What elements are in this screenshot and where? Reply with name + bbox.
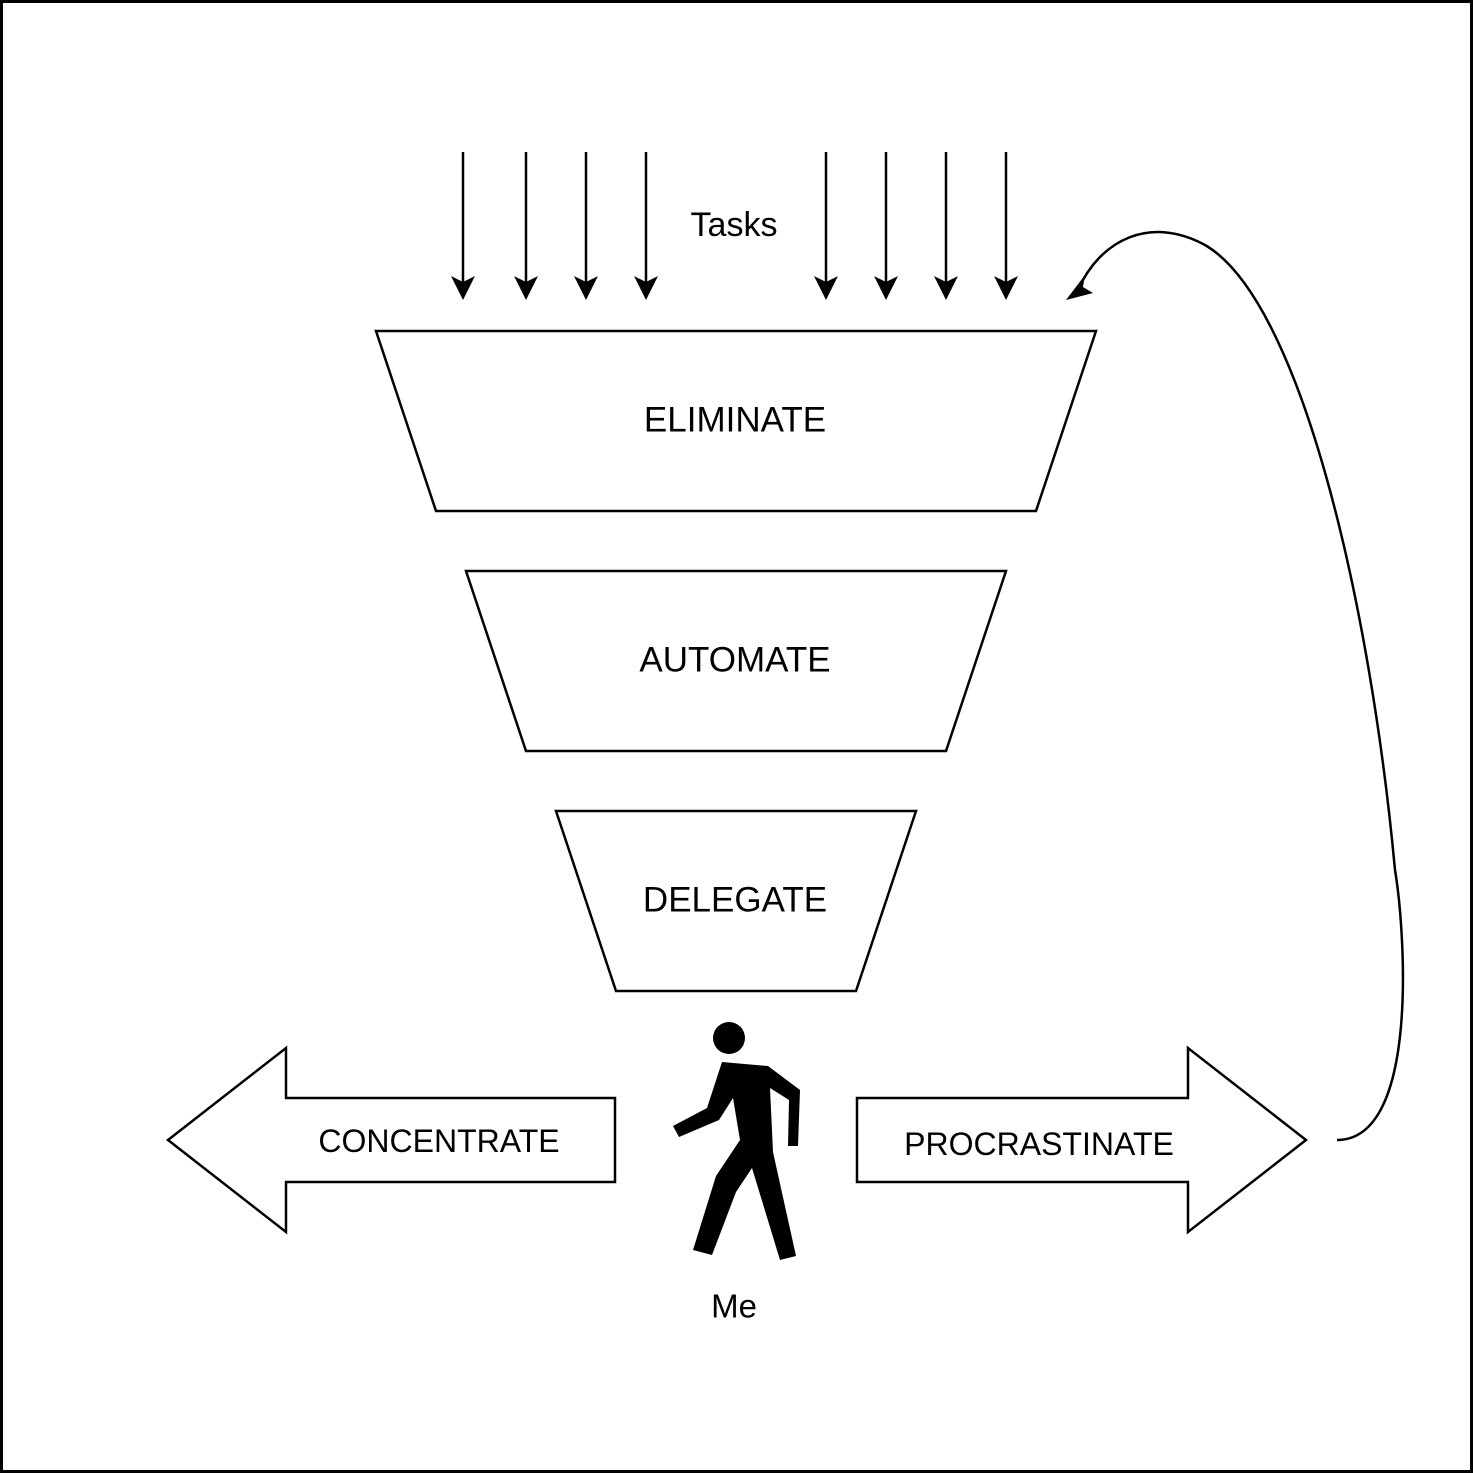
stage-delegate: DELEGATE — [554, 809, 918, 993]
task-arrow — [994, 152, 1018, 300]
task-arrow — [934, 152, 958, 300]
me-label: Me — [711, 1288, 757, 1325]
delegate-label: DELEGATE — [643, 881, 827, 920]
stage-automate: AUTOMATE — [464, 569, 1008, 753]
walking-person-icon — [673, 1022, 800, 1260]
task-arrow — [451, 152, 475, 300]
task-arrow — [514, 152, 538, 300]
automate-trapezoid — [464, 569, 1008, 753]
procrastinate-label: PROCRASTINATE — [904, 1126, 1174, 1162]
delegate-trapezoid — [554, 809, 918, 993]
stage-eliminate: ELIMINATE — [374, 329, 1098, 513]
concentrate-label: CONCENTRATE — [318, 1123, 559, 1159]
task-arrow — [574, 152, 598, 300]
procrastinate-arrow-shape — [855, 1045, 1309, 1235]
task-arrows-right — [814, 152, 1018, 300]
automate-label: AUTOMATE — [639, 641, 830, 680]
concentrate-arrow-shape — [165, 1045, 617, 1235]
task-arrow — [634, 152, 658, 300]
task-arrow — [814, 152, 838, 300]
task-arrow — [874, 152, 898, 300]
eliminate-trapezoid — [374, 329, 1098, 513]
procrastinate-arrow: PROCRASTINATE — [855, 1045, 1309, 1235]
feedback-arrowhead — [1066, 275, 1093, 300]
eliminate-label: ELIMINATE — [644, 401, 826, 440]
feedback-curve — [1076, 230, 1405, 1142]
tasks-label: Tasks — [691, 206, 778, 244]
concentrate-arrow: CONCENTRATE — [165, 1045, 617, 1235]
task-arrows-left — [451, 152, 658, 300]
feedback-loop-arrow — [1066, 230, 1405, 1142]
